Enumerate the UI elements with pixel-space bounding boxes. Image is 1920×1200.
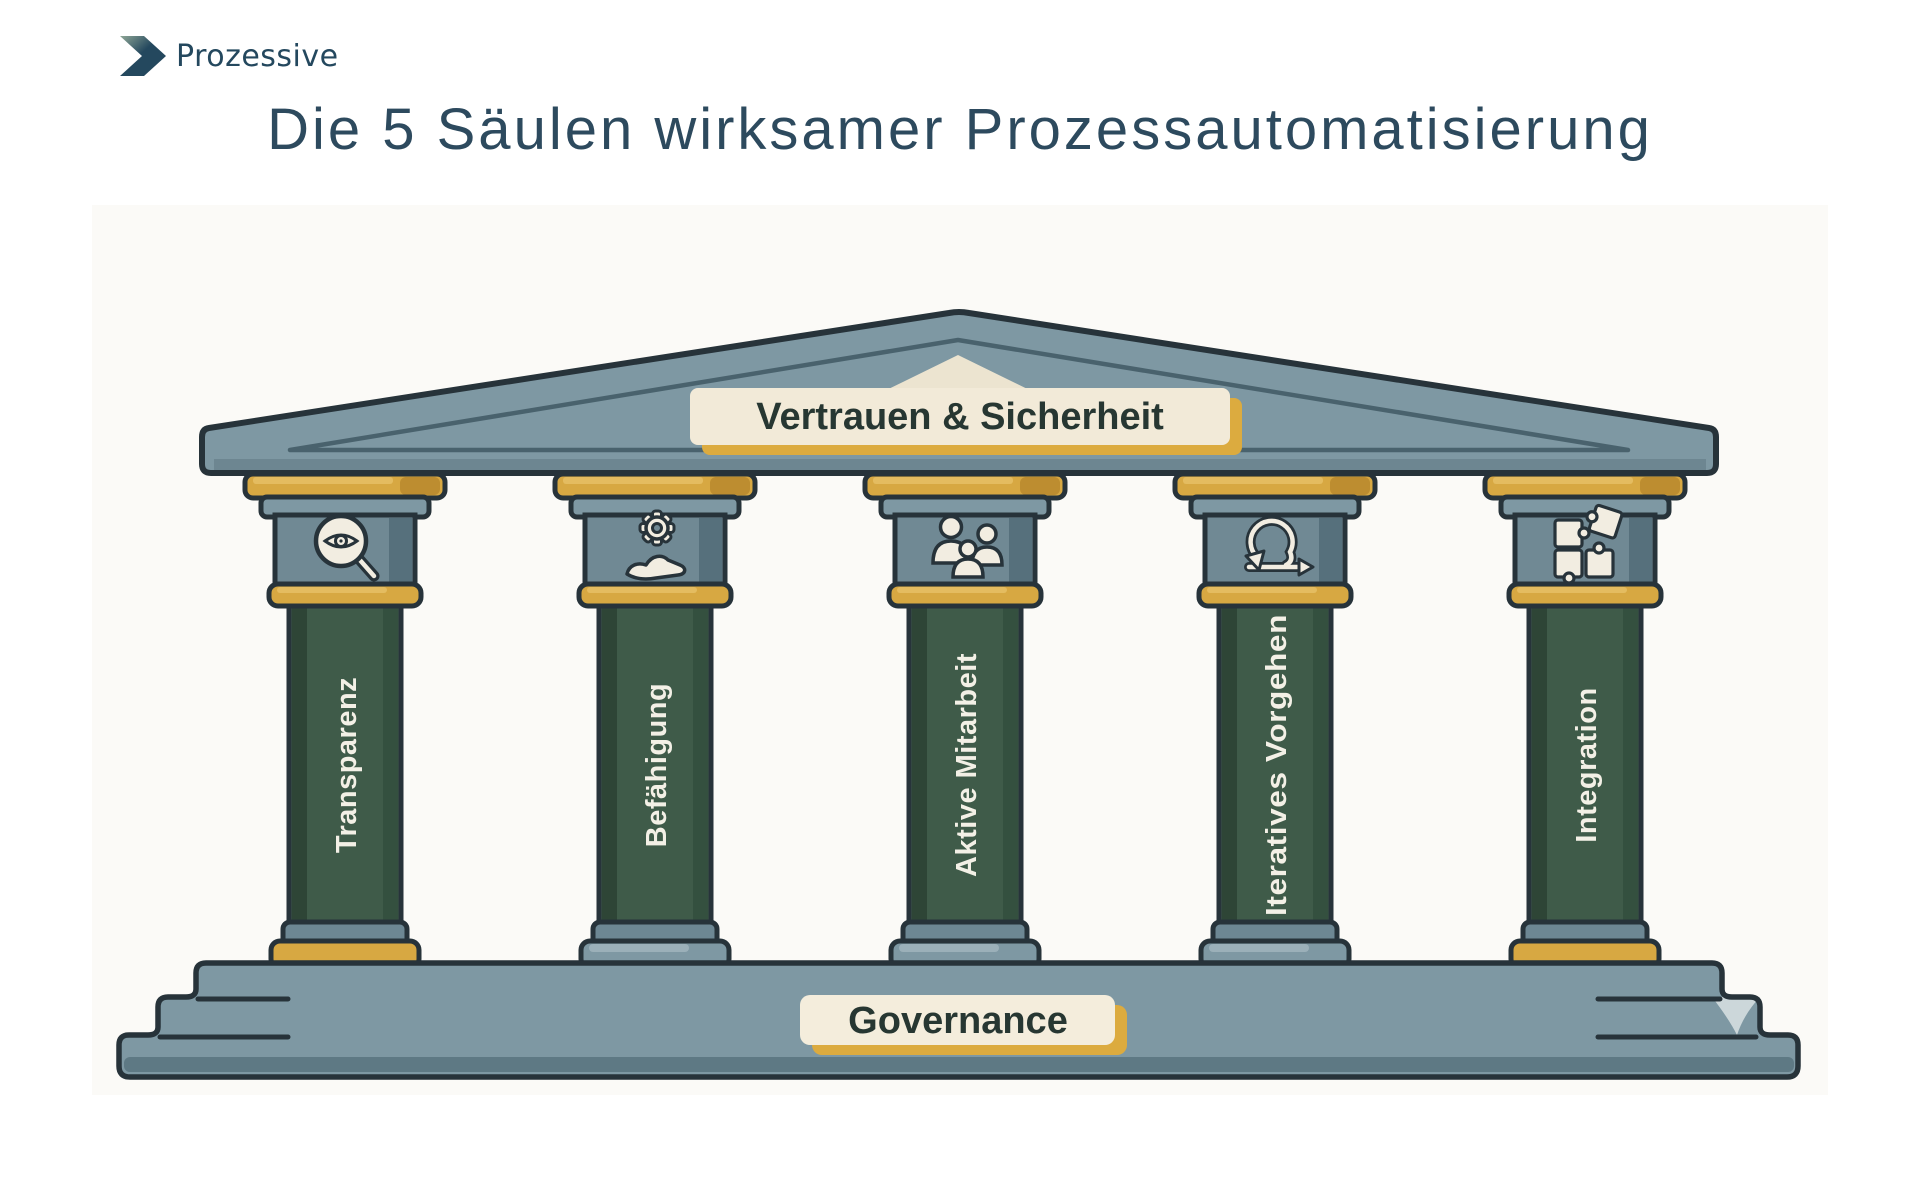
people-group-icon bbox=[931, 514, 1004, 579]
pillar-integration: Integration bbox=[1482, 471, 1688, 971]
pillar-shaft bbox=[286, 601, 404, 929]
pillar-aktive-mitarbeit: Aktive Mitarbeit bbox=[862, 471, 1068, 971]
puzzle-pieces-icon bbox=[1553, 503, 1624, 585]
gear-hand-icon bbox=[625, 509, 687, 581]
logo: Prozessive bbox=[118, 34, 339, 78]
pediment-banner-box bbox=[690, 388, 1230, 445]
chevron-right-icon bbox=[120, 36, 166, 76]
pillar-label-befaehigung: Befähigung bbox=[641, 683, 673, 848]
pillar-label-integration: Integration bbox=[1571, 687, 1603, 842]
iteration-loop-icon bbox=[1244, 515, 1315, 577]
pillar-label-transparenz: Transparenz bbox=[331, 677, 363, 853]
pediment-banner-label: Vertrauen & Sicherheit bbox=[756, 396, 1164, 438]
base-step-lines bbox=[157, 996, 1759, 1040]
pediment-banner: Vertrauen & Sicherheit bbox=[690, 388, 1242, 455]
pillar-shaft bbox=[906, 601, 1024, 929]
magnifier-eye-icon bbox=[313, 513, 380, 582]
pediment: Vertrauen & Sicherheit bbox=[199, 309, 1719, 476]
base-banner: Governance bbox=[800, 995, 1127, 1055]
pillar-label-aktive-mitarbeit: Aktive Mitarbeit bbox=[951, 653, 983, 877]
page-curl-highlight bbox=[1712, 997, 1760, 1035]
logo-brand-text: Prozessive bbox=[176, 38, 339, 74]
pillar-befaehigung: Befähigung bbox=[552, 471, 758, 971]
base-banner-box bbox=[800, 995, 1115, 1045]
page-title: Die 5 Säulen wirksamer Prozessautomatisi… bbox=[267, 97, 1653, 162]
pillar-label-iteratives-vorgehen: Iteratives Vorgehen bbox=[1261, 614, 1293, 916]
pillar-shaft bbox=[1526, 601, 1644, 929]
base-banner-label: Governance bbox=[848, 1000, 1068, 1042]
base-platform: Governance bbox=[119, 963, 1798, 1077]
pillar-iteratives-vorgehen: Iteratives Vorgehen bbox=[1172, 471, 1378, 971]
